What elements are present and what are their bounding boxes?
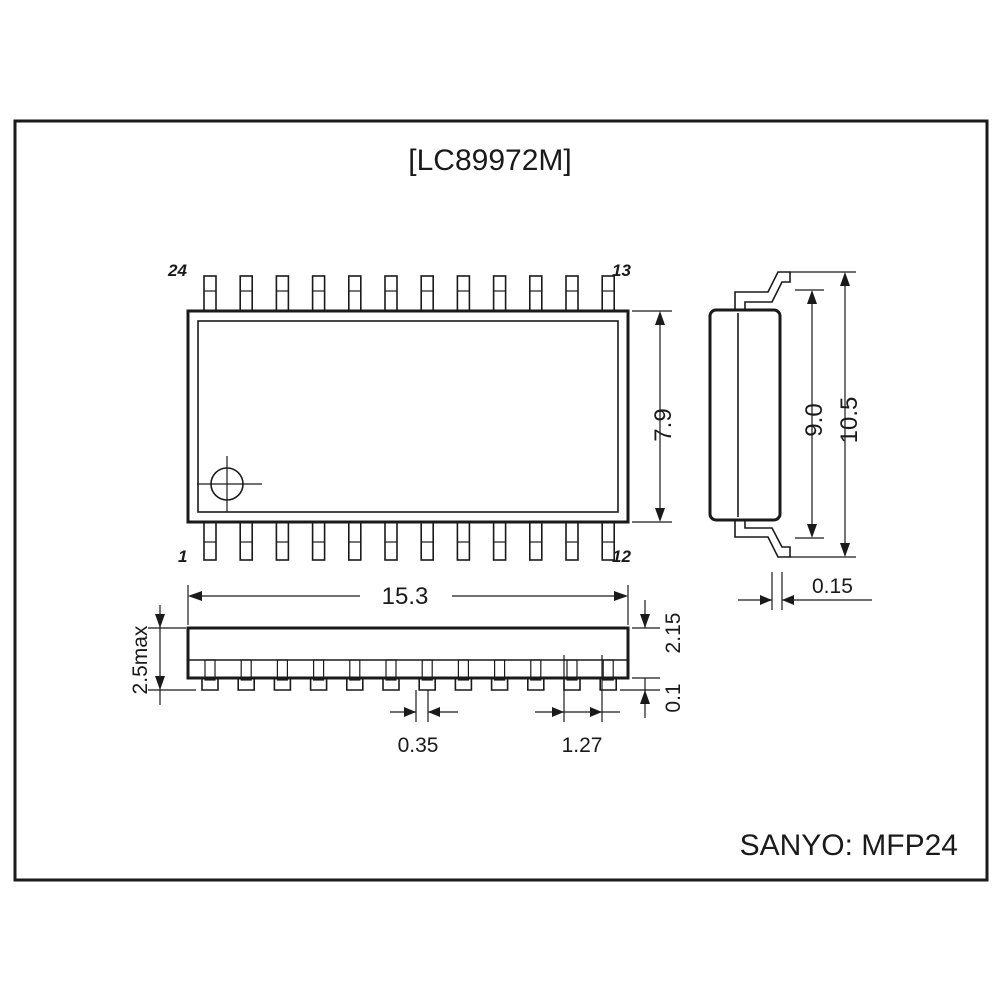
dim-label-7-9: 7.9: [650, 408, 677, 441]
side-view-leads: [201, 659, 617, 691]
lead-side: [201, 659, 219, 691]
lead-side: [599, 659, 617, 691]
lead-top: [239, 275, 253, 312]
lead-bottom: [311, 521, 326, 561]
lead-side: [237, 659, 255, 691]
end-view: [708, 271, 872, 610]
lead-top: [601, 275, 616, 312]
lead-top: [275, 275, 290, 312]
lead-top: [311, 275, 326, 312]
lead-top: [528, 275, 543, 312]
package-body-inner: [197, 320, 619, 513]
lead-side: [454, 659, 473, 691]
lead-top: [203, 275, 217, 312]
dim-label-15-3: 15.3: [382, 583, 429, 610]
pin1-index-mark: [197, 456, 262, 512]
dim-label-0-15: 0.15: [812, 575, 853, 598]
lead-side: [563, 659, 581, 691]
lead-bottom: [456, 521, 471, 561]
dim-label-9-0: 9.0: [801, 403, 828, 436]
lead-top: [456, 275, 471, 312]
dim-body-width: [632, 310, 672, 523]
lead-side: [382, 659, 400, 691]
lead-side: [309, 659, 328, 691]
dim-label-1-27: 1.27: [562, 734, 603, 757]
lead-bottom: [347, 521, 362, 561]
lead-bottom: [420, 521, 435, 561]
lead-side: [418, 659, 436, 691]
lead-side: [527, 659, 545, 691]
dim-label-0-1: 0.1: [662, 683, 685, 712]
part-title: [LC89972M]: [408, 144, 571, 177]
lead-side: [346, 659, 364, 691]
lead-top: [347, 275, 362, 312]
lead-top: [492, 275, 507, 312]
package-body: [186, 309, 630, 524]
lead-bottom: [384, 521, 398, 561]
lead-bottom: [203, 521, 217, 561]
drawing-frame: [13, 119, 989, 882]
bottom-leads: [203, 521, 616, 561]
lead-top: [420, 275, 435, 312]
top-leads: [203, 275, 616, 312]
lead-top: [565, 275, 579, 312]
side-view: [148, 585, 660, 722]
lead-bottom: [239, 521, 253, 561]
lead-bottom: [601, 521, 616, 561]
pin-label-12: 12: [612, 547, 631, 566]
top-view: 24 13 1 12 7.9: [167, 261, 677, 566]
pin-label-1: 1: [178, 547, 187, 566]
package-name: SANYO: MFP24: [740, 829, 958, 862]
pin-label-24: 24: [167, 261, 187, 280]
dim-label-2-5max: 2.5max: [129, 625, 152, 694]
lead-bottom: [275, 521, 290, 561]
side-view-body: [186, 626, 630, 680]
lead-side: [273, 659, 292, 691]
lead-side: [490, 659, 509, 691]
lead-bottom: [565, 521, 579, 561]
lead-bottom: [492, 521, 507, 561]
lead-top: [384, 275, 398, 312]
lead-bottom: [528, 521, 543, 561]
dim-label-0-35: 0.35: [398, 734, 439, 757]
dim-label-10-5: 10.5: [836, 397, 863, 444]
dim-label-2-15: 2.15: [662, 613, 685, 654]
end-view-body: [708, 308, 782, 522]
pin-label-13: 13: [612, 261, 631, 280]
